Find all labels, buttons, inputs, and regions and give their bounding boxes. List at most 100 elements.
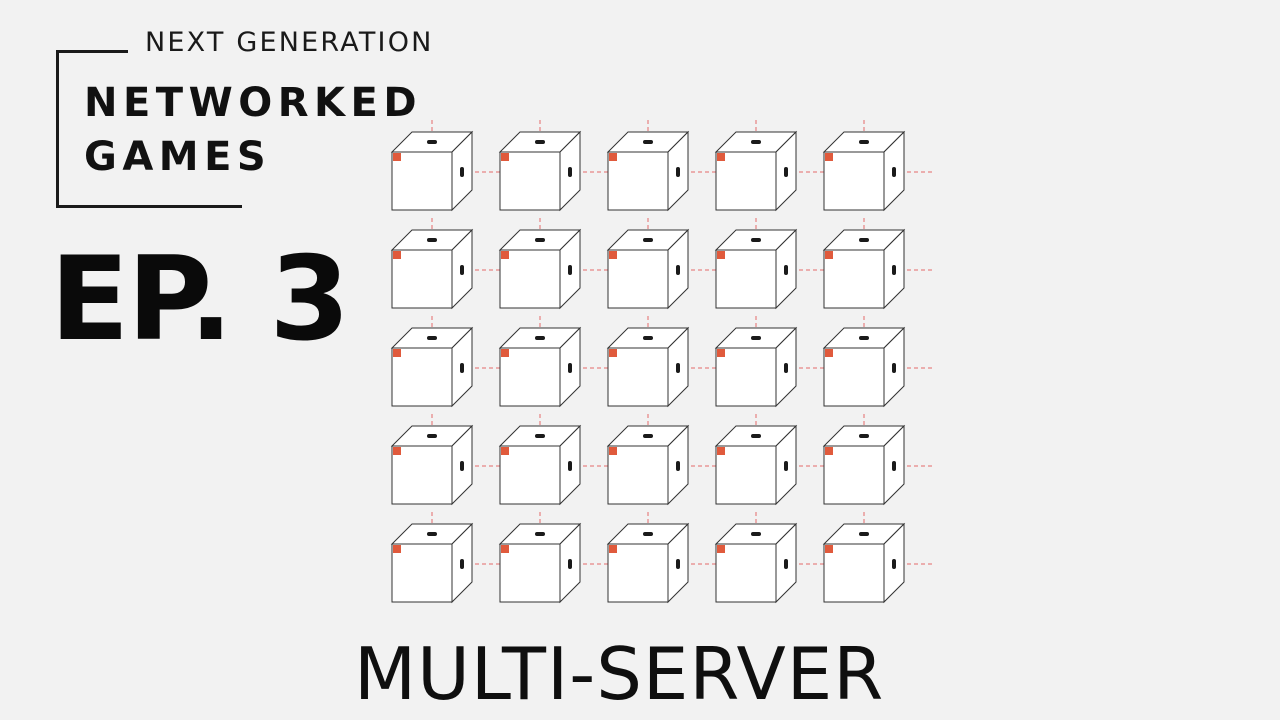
status-indicator	[717, 545, 725, 553]
side-port	[460, 461, 464, 471]
server-cube-icon	[390, 130, 474, 212]
episode-label: EP. 3	[50, 232, 350, 367]
cube-front-face	[607, 347, 669, 407]
side-port	[676, 559, 680, 569]
server-cube-icon	[714, 326, 798, 408]
top-port	[535, 532, 545, 536]
server-cube-icon	[498, 326, 582, 408]
top-port	[859, 336, 869, 340]
server-cube-icon	[390, 522, 474, 604]
status-indicator	[717, 153, 725, 161]
status-indicator	[393, 545, 401, 553]
side-port	[676, 363, 680, 373]
side-port	[568, 363, 572, 373]
side-port	[892, 559, 896, 569]
cube-front-face	[823, 347, 885, 407]
cube-front-face	[391, 445, 453, 505]
server-cube-icon	[714, 522, 798, 604]
cube-front-face	[823, 151, 885, 211]
cube-front-face	[499, 249, 561, 309]
side-port	[568, 167, 572, 177]
status-indicator	[393, 153, 401, 161]
status-indicator	[825, 447, 833, 455]
cube-front-face	[823, 249, 885, 309]
status-indicator	[393, 251, 401, 259]
server-cube-icon	[390, 326, 474, 408]
top-port	[859, 140, 869, 144]
side-port	[892, 167, 896, 177]
server-cube-icon	[714, 424, 798, 506]
top-port	[643, 238, 653, 242]
cube-front-face	[607, 249, 669, 309]
top-port	[427, 336, 437, 340]
server-cube-icon	[606, 326, 690, 408]
server-cube-icon	[498, 130, 582, 212]
series-subtitle: NEXT GENERATION	[145, 27, 434, 58]
top-port	[859, 238, 869, 242]
status-indicator	[393, 447, 401, 455]
side-port	[784, 167, 788, 177]
side-port	[460, 363, 464, 373]
side-port	[784, 461, 788, 471]
topic-caption: MULTI-SERVER	[354, 632, 885, 716]
top-port	[427, 434, 437, 438]
top-port	[535, 434, 545, 438]
status-indicator	[609, 447, 617, 455]
status-indicator	[501, 251, 509, 259]
side-port	[460, 265, 464, 275]
status-indicator	[717, 349, 725, 357]
top-port	[859, 434, 869, 438]
top-port	[643, 336, 653, 340]
side-port	[676, 461, 680, 471]
server-cube-icon	[390, 424, 474, 506]
top-port	[643, 434, 653, 438]
top-port	[643, 140, 653, 144]
server-cube-icon	[822, 424, 906, 506]
cube-front-face	[715, 151, 777, 211]
server-cube-icon	[822, 228, 906, 310]
cube-front-face	[391, 543, 453, 603]
status-indicator	[825, 251, 833, 259]
status-indicator	[501, 153, 509, 161]
status-indicator	[609, 545, 617, 553]
top-port	[427, 238, 437, 242]
status-indicator	[609, 251, 617, 259]
cube-front-face	[823, 543, 885, 603]
top-port	[427, 140, 437, 144]
cube-front-face	[607, 543, 669, 603]
side-port	[568, 559, 572, 569]
server-cube-icon	[498, 228, 582, 310]
top-port	[427, 532, 437, 536]
server-cube-icon	[606, 130, 690, 212]
side-port	[892, 363, 896, 373]
status-indicator	[393, 349, 401, 357]
cube-front-face	[715, 445, 777, 505]
side-port	[784, 265, 788, 275]
status-indicator	[717, 447, 725, 455]
cube-front-face	[607, 151, 669, 211]
status-indicator	[501, 545, 509, 553]
cube-front-face	[607, 445, 669, 505]
server-cube-icon	[714, 228, 798, 310]
side-port	[676, 167, 680, 177]
server-cube-icon	[606, 424, 690, 506]
status-indicator	[609, 153, 617, 161]
side-port	[568, 265, 572, 275]
server-cube-icon	[606, 522, 690, 604]
cube-front-face	[499, 543, 561, 603]
server-cube-icon	[822, 522, 906, 604]
top-port	[751, 238, 761, 242]
server-cube-icon	[498, 424, 582, 506]
status-indicator	[501, 349, 509, 357]
top-port	[535, 140, 545, 144]
side-port	[892, 265, 896, 275]
top-port	[535, 336, 545, 340]
top-port	[535, 238, 545, 242]
server-cube-icon	[822, 326, 906, 408]
cube-front-face	[499, 347, 561, 407]
cube-front-face	[715, 347, 777, 407]
server-cube-icon	[714, 130, 798, 212]
cube-front-face	[391, 347, 453, 407]
server-cube-icon	[822, 130, 906, 212]
series-title-line-1: NETWORKED	[84, 80, 423, 126]
